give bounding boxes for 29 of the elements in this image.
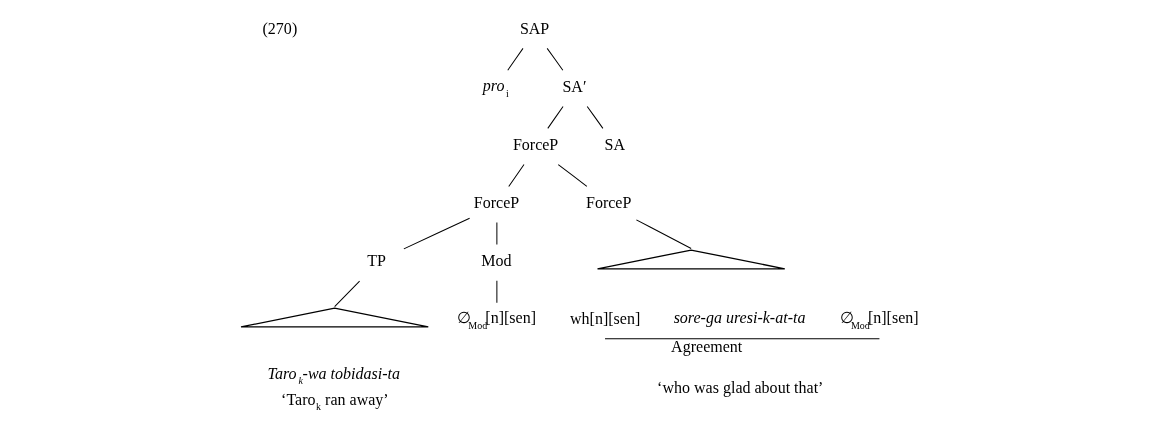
node-text: ForceP: [512, 136, 558, 154]
node-triangle: [239, 307, 429, 328]
node-text: SA′: [561, 78, 586, 96]
node-text: TP: [366, 252, 386, 270]
connector: [507, 164, 524, 187]
node-text: ForceP: [585, 194, 631, 212]
label: (270): [262, 20, 297, 38]
connector: [557, 164, 587, 187]
connector: [506, 47, 523, 71]
connector: [546, 47, 563, 71]
edge-label: Agreement: [670, 337, 742, 355]
node-text: ∅$_{Mod}$[n][sen]: [839, 309, 919, 331]
node-text: pro$_{i}$: [482, 77, 509, 99]
node-text: Mod: [480, 252, 512, 270]
node-text: ∅$_{Mod}$[n][sen]: [456, 309, 536, 331]
connector: [604, 338, 880, 340]
connector: [402, 217, 470, 250]
connector: [546, 105, 564, 129]
node-text: SA: [604, 136, 625, 154]
node-text: ForceP: [473, 194, 519, 212]
node-text: SAP: [519, 20, 549, 38]
connector: [333, 280, 360, 308]
connector: [586, 105, 603, 129]
node-triangle: [596, 249, 785, 270]
node-text: wh[n][sen]: [569, 310, 640, 328]
node-text: sore-ga uresi-k-at-ta: [673, 309, 805, 327]
connector: [635, 219, 692, 250]
label: ‘who was glad about that’: [656, 378, 823, 396]
node-text: Taro$_{k}$-wa tobidasi-ta ‘Taro$_{k}$ ran away’: [267, 364, 400, 413]
